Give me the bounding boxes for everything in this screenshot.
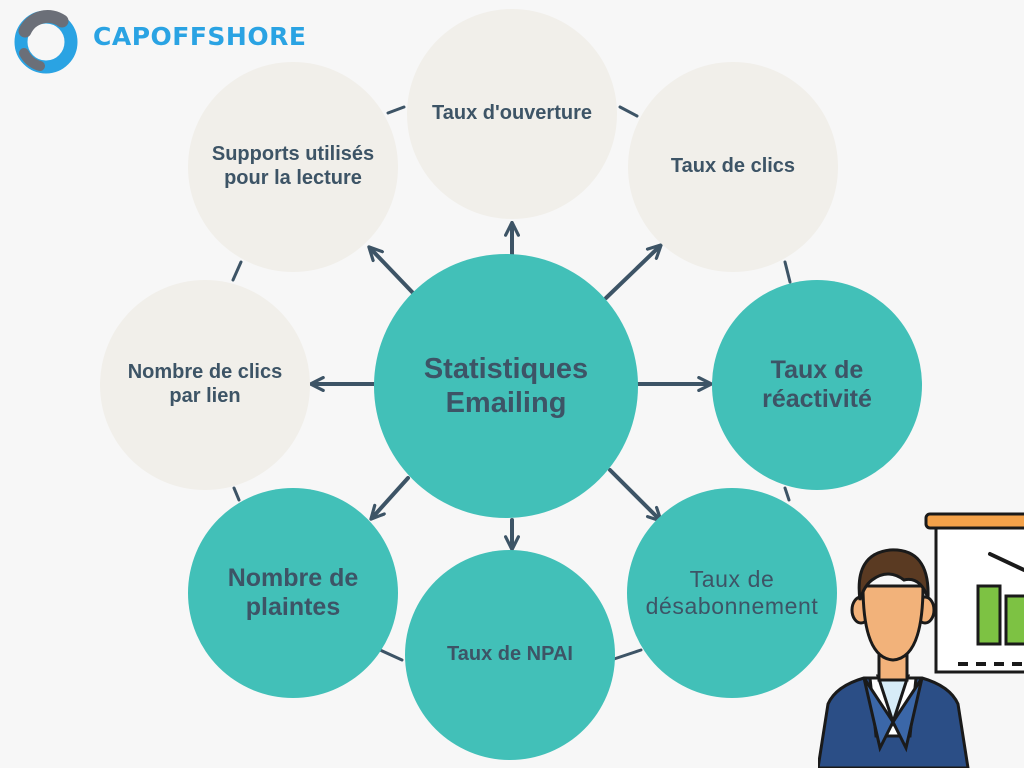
node-taux-desabonnement: Taux de désabonnement [627, 488, 837, 698]
node-label: Supports utilisés pour la lecture [211, 143, 375, 189]
node-nombre-plaintes: Nombre de plaintes [188, 488, 398, 698]
node-supports-lecture: Supports utilisés pour la lecture [188, 62, 398, 272]
node-nombre-clics-lien: Nombre de clics par lien [100, 280, 310, 490]
ring-logo-icon [14, 10, 78, 74]
brand-name: CAPOFFSHORE [93, 22, 307, 51]
node-taux-npai: Taux de NPAI [405, 550, 615, 760]
node-label: Nombre de plaintes [227, 563, 359, 622]
arrow-to-taux-clics [604, 243, 663, 300]
arrow-to-supports-lecture [367, 245, 416, 296]
node-label: Taux de clics [670, 155, 796, 178]
presenter-with-chart-icon [818, 512, 1024, 768]
node-label: Taux de désabonnement [645, 565, 819, 619]
node-label: Nombre de clics par lien [127, 361, 283, 407]
node-label: Taux d'ouverture [432, 102, 592, 125]
center-arrows [308, 220, 714, 552]
center-label: Statistiques Emailing [423, 352, 589, 419]
node-label: Taux de réactivité [762, 355, 872, 414]
node-taux-clics: Taux de clics [628, 62, 838, 272]
arrow-to-taux-desabonnement [608, 468, 663, 523]
node-label: Taux de NPAI [447, 643, 573, 666]
node-taux-ouverture: Taux d'ouverture [407, 9, 617, 219]
ring-connectors [231, 105, 792, 662]
arrow-to-nombre-plaintes [369, 476, 410, 521]
center-node: Statistiques Emailing [374, 254, 638, 518]
node-taux-reactivite: Taux de réactivité [712, 280, 922, 490]
